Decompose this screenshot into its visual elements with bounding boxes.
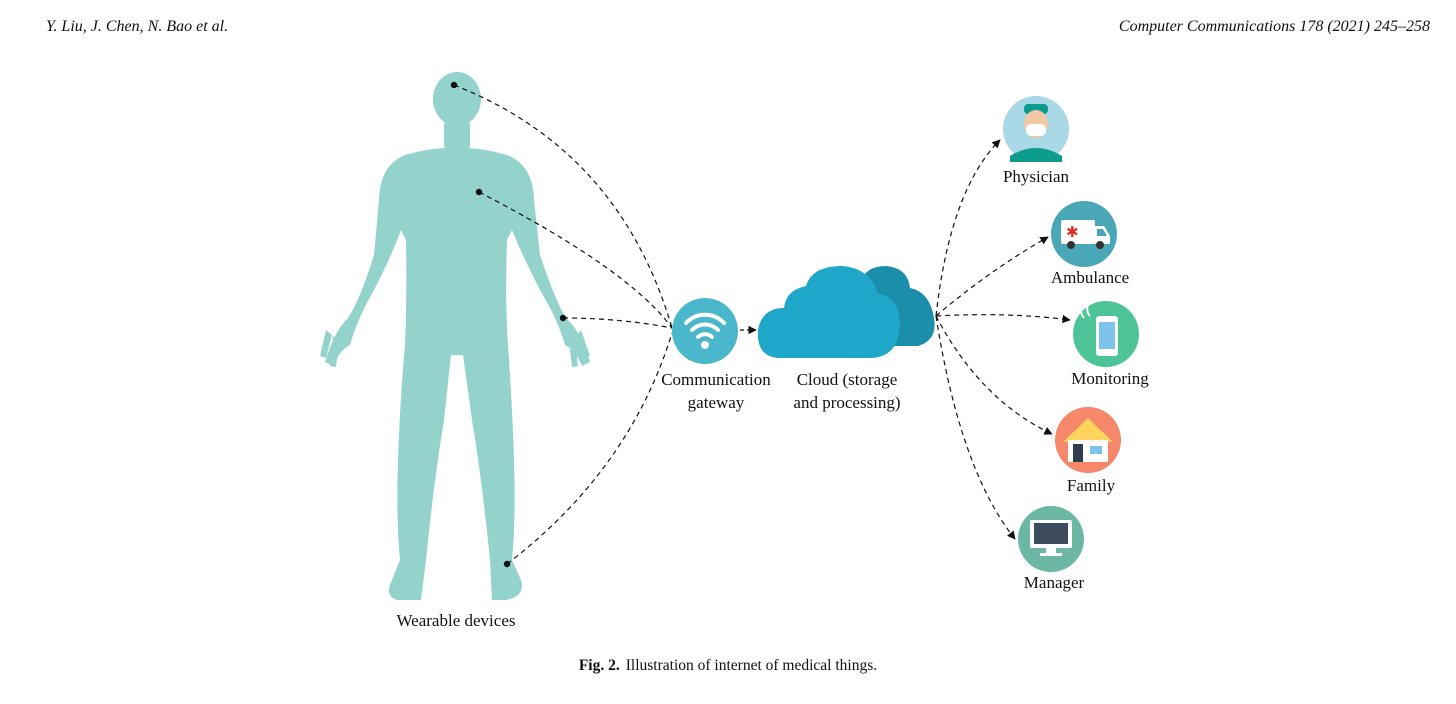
cloud-front [757, 266, 900, 358]
figure-caption: Fig. 2. Illustration of internet of medic… [0, 657, 1456, 675]
cloud-links [935, 139, 1071, 540]
header-authors: Y. Liu, J. Chen, N. Bao et al. [46, 18, 229, 35]
ambulance-label: Ambulance [1051, 268, 1129, 287]
ambulance-icon: ✱ [1051, 201, 1117, 267]
physician-icon [1003, 96, 1069, 162]
wearable-devices-label: Wearable devices [397, 611, 516, 630]
gateway-circle [672, 298, 738, 364]
svg-text:✱: ✱ [1066, 223, 1079, 241]
manager-label: Manager [1024, 573, 1085, 592]
gateway-label-line2: gateway [688, 393, 745, 412]
family-label: Family [1067, 476, 1116, 495]
cloud-icon [757, 266, 935, 358]
house-icon [1055, 407, 1121, 473]
cloud-label-line2: and processing) [793, 393, 900, 412]
physician-label: Physician [1003, 167, 1070, 186]
monitoring-label: Monitoring [1071, 369, 1149, 388]
header-journal: Computer Communications 178 (2021) 245–2… [1118, 18, 1430, 35]
cloud-label-line1: Cloud (storage [797, 370, 898, 389]
human-body-icon [320, 72, 590, 600]
gateway-label-line1: Communication [661, 370, 771, 389]
figure-caption-text: Illustration of internet of medical thin… [625, 657, 878, 674]
figure-number: Fig. 2. [578, 657, 620, 674]
wifi-gateway-icon [672, 298, 738, 364]
sensor-links [453, 84, 673, 565]
monitor-icon [1018, 506, 1084, 572]
smartphone-icon [1073, 297, 1139, 367]
